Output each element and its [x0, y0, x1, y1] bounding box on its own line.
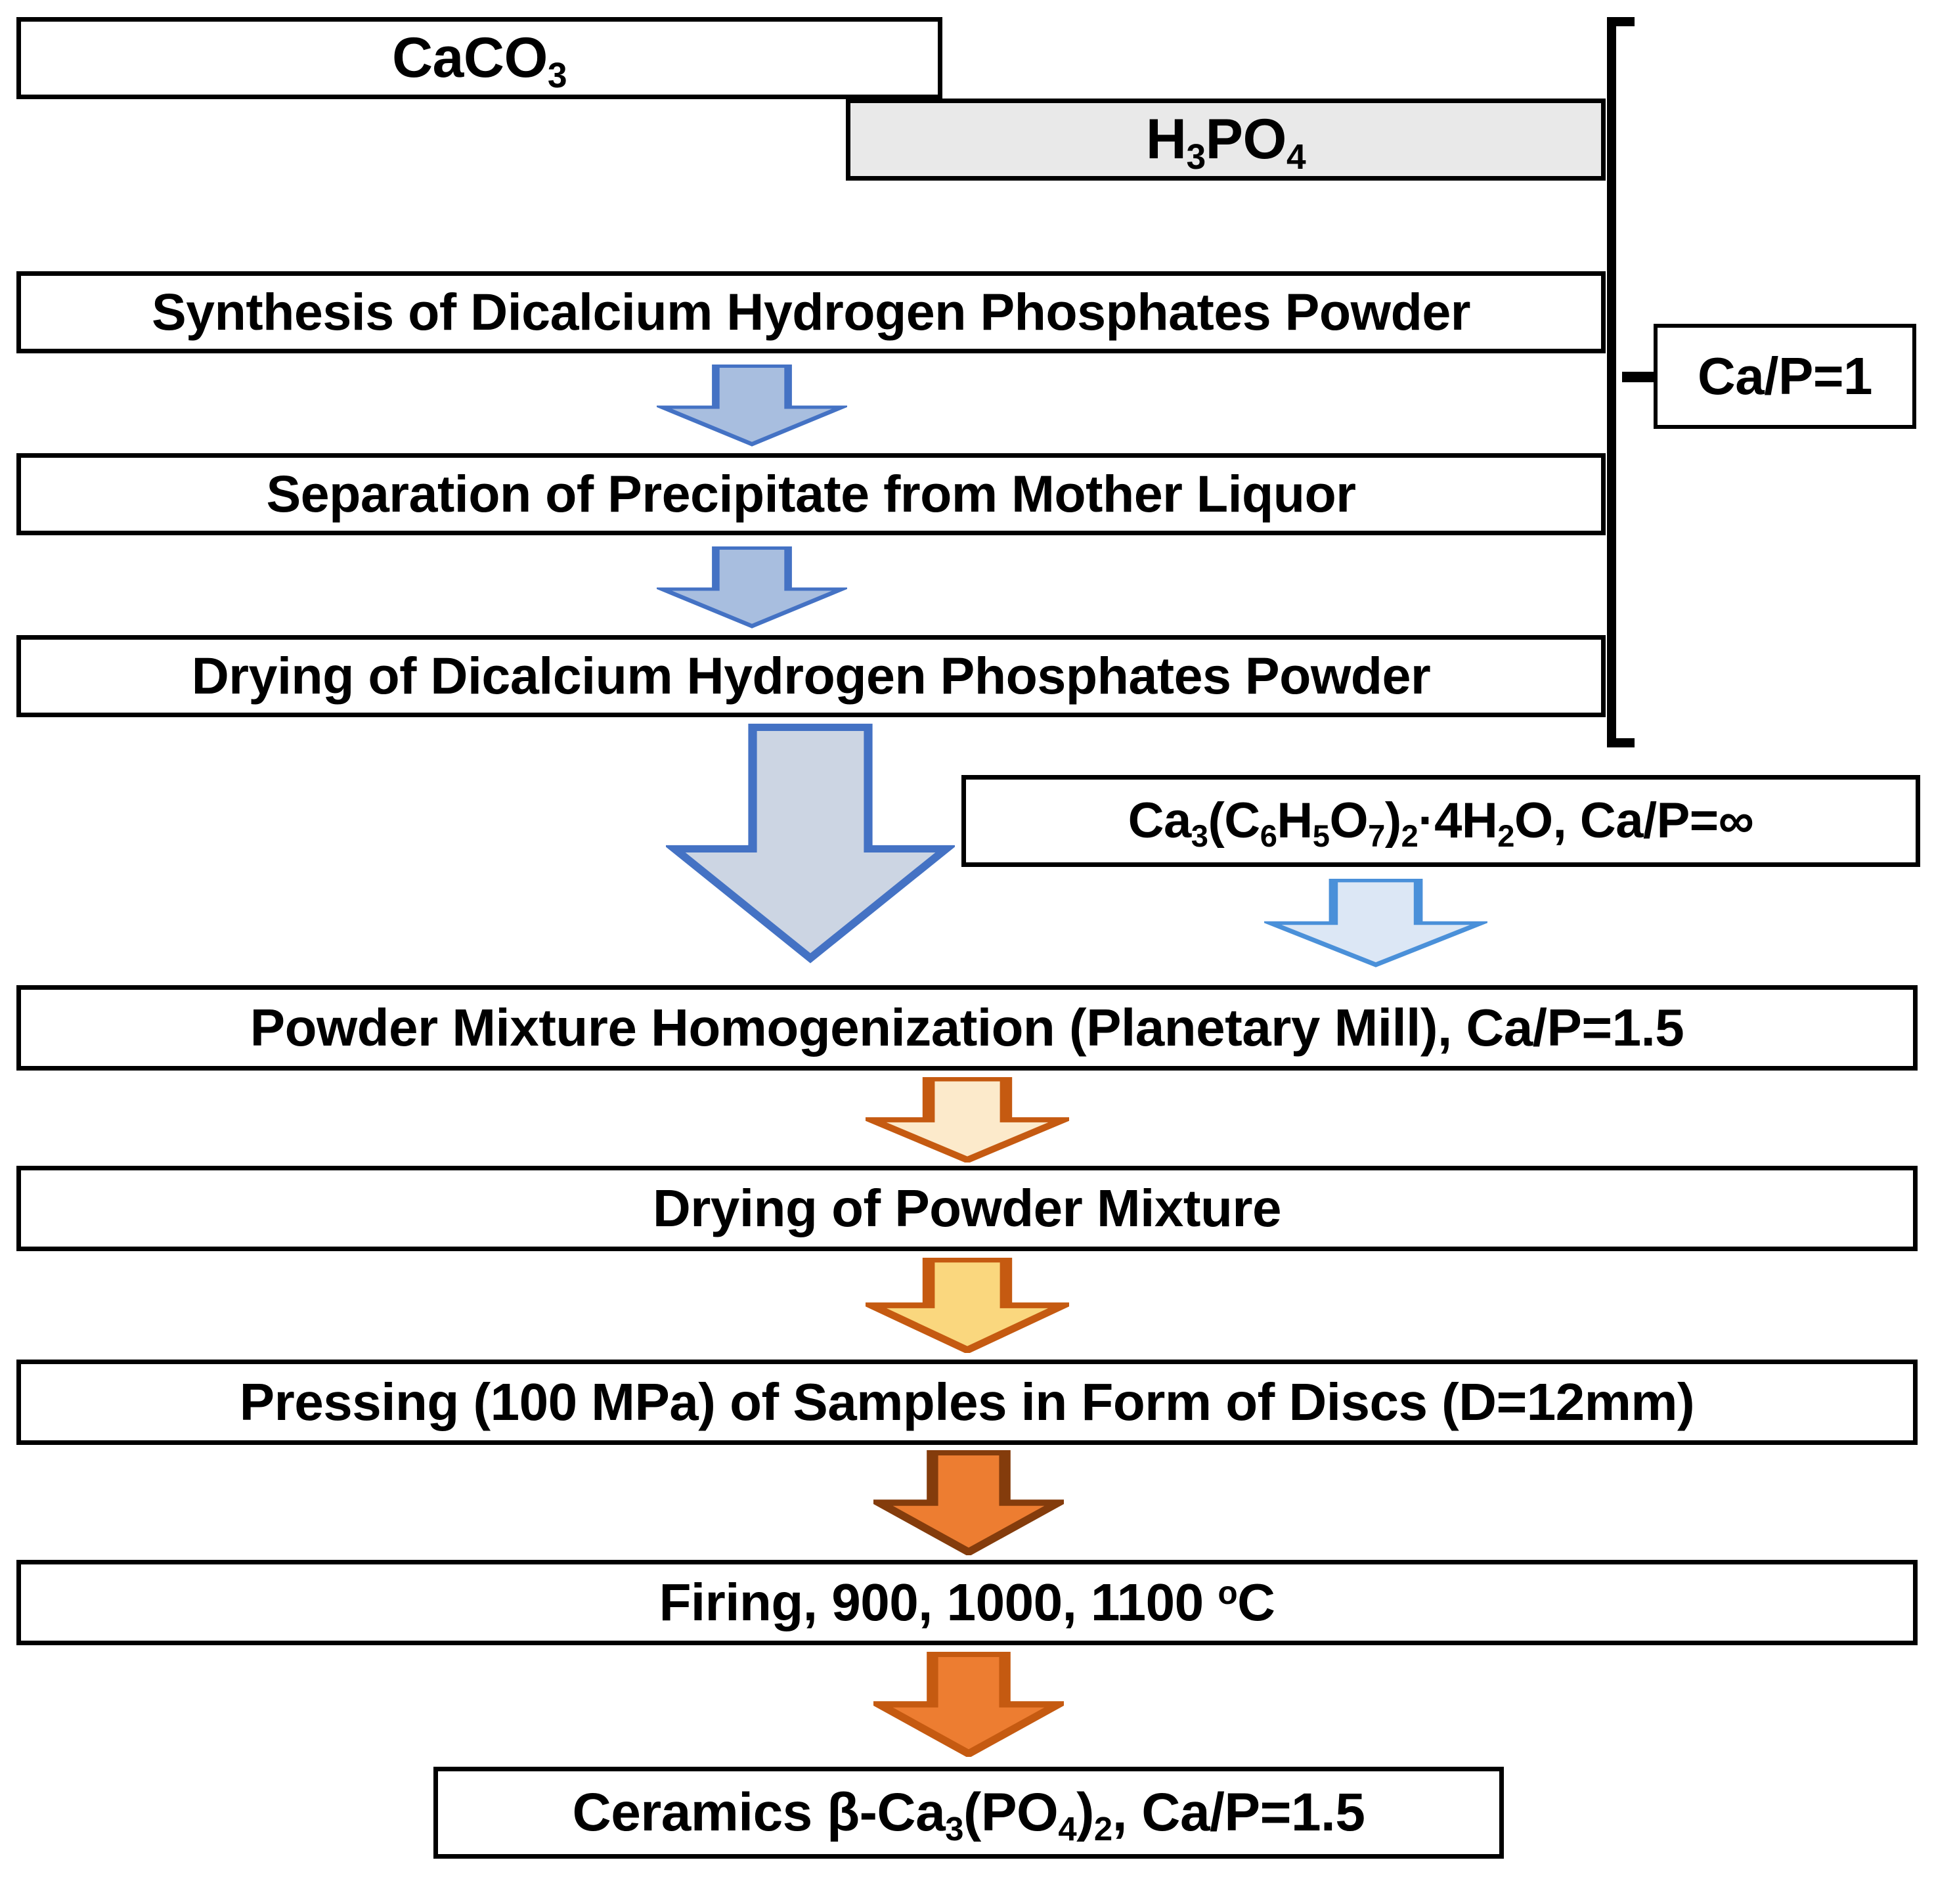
box-h3po4-label: H3PO4 [1145, 108, 1306, 177]
box-firing[interactable]: Firing, 900, 1000, 1100 oC [16, 1560, 1918, 1645]
box-calcium-citrate-label: Ca3(C6H5O7)2·4H2O, Ca/P=∞ [1128, 793, 1754, 854]
arrow-separation-to-drying [657, 546, 847, 629]
arrow-drying-to-homogenization [666, 722, 955, 965]
box-homogenization[interactable]: Powder Mixture Homogenization (Planetary… [16, 985, 1918, 1071]
box-ceramics[interactable]: Ceramics β-Ca3(PO4)2, Ca/P=1.5 [433, 1767, 1504, 1859]
box-separation[interactable]: Separation of Precipitate from Mother Li… [16, 453, 1606, 535]
box-drying-powder-label: Drying of Dicalcium Hydrogen Phosphates … [191, 646, 1431, 705]
arrow-pressing-to-firing [873, 1450, 1064, 1555]
arrow-homogenization-to-drying [866, 1077, 1069, 1162]
box-ca-p-ratio-label: Ca/P=1 [1697, 347, 1873, 405]
box-synthesis-label: Synthesis of Dicalcium Hydrogen Phosphat… [151, 282, 1471, 342]
box-synthesis[interactable]: Synthesis of Dicalcium Hydrogen Phosphat… [16, 271, 1606, 353]
ca-p-bracket-tick [1622, 372, 1660, 382]
box-caco3[interactable]: CaCO3 [16, 17, 942, 99]
box-drying-mixture[interactable]: Drying of Powder Mixture [16, 1166, 1918, 1251]
arrow-drying-to-pressing [866, 1258, 1069, 1353]
box-firing-label: Firing, 900, 1000, 1100 oC [659, 1573, 1275, 1631]
box-pressing[interactable]: Pressing (100 MPa) of Samples in Form of… [16, 1360, 1918, 1445]
box-pressing-label: Pressing (100 MPa) of Samples in Form of… [239, 1373, 1695, 1431]
box-ceramics-label: Ceramics β-Ca3(PO4)2, Ca/P=1.5 [572, 1782, 1365, 1848]
arrow-citrate-to-homogenization [1264, 879, 1487, 967]
box-h3po4[interactable]: H3PO4 [846, 99, 1606, 181]
box-ca-p-ratio[interactable]: Ca/P=1 [1654, 324, 1916, 429]
box-drying-powder[interactable]: Drying of Dicalcium Hydrogen Phosphates … [16, 635, 1606, 717]
ca-p-bracket [1607, 17, 1635, 747]
arrow-synthesis-to-separation [657, 365, 847, 447]
box-caco3-label: CaCO3 [391, 26, 567, 96]
arrow-firing-to-ceramics [873, 1652, 1064, 1757]
box-separation-label: Separation of Precipitate from Mother Li… [266, 464, 1356, 523]
box-calcium-citrate[interactable]: Ca3(C6H5O7)2·4H2O, Ca/P=∞ [961, 775, 1920, 867]
box-homogenization-label: Powder Mixture Homogenization (Planetary… [250, 998, 1684, 1057]
box-drying-mixture-label: Drying of Powder Mixture [653, 1179, 1281, 1237]
